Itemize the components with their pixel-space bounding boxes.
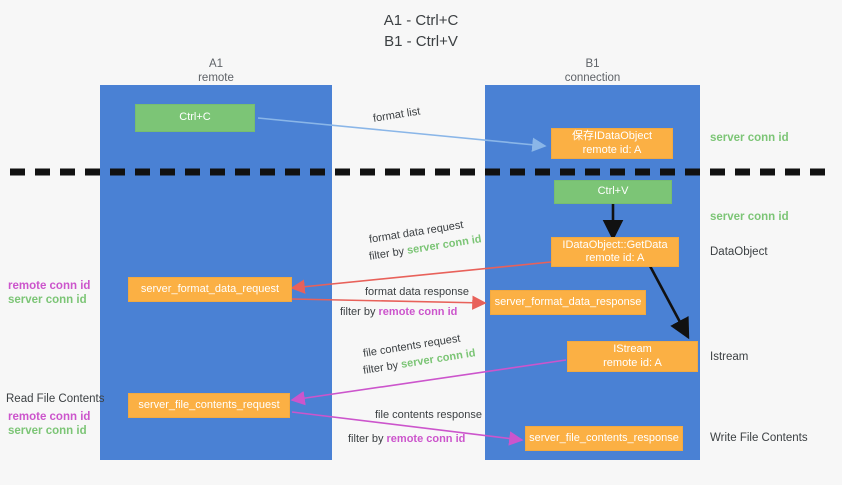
diagram-title: A1 - Ctrl+C B1 - Ctrl+V xyxy=(0,10,842,52)
box-istream-line1: IStream xyxy=(613,343,652,355)
lane-b1-name: B1 xyxy=(585,58,600,70)
lane-header-a1: A1 remote xyxy=(100,57,332,85)
box-server-format-data-request-label: server_format_data_request xyxy=(140,282,280,295)
filter-key-remote-conn-id: remote conn id xyxy=(378,306,458,318)
right-label-write-file-contents: Write File Contents xyxy=(710,432,808,444)
box-save-idataobject-line1: 保存IDataObject xyxy=(571,130,653,142)
box-idataobject-getdata[interactable]: IDataObject::GetData remote id: A xyxy=(551,237,679,267)
box-ctrl-c-label: Ctrl+C xyxy=(179,111,211,124)
lane-a1-sub: remote xyxy=(198,72,234,84)
edge-label-format-data-response: format data response xyxy=(365,286,469,298)
box-server-file-contents-request-label: server_file_contents_request xyxy=(138,398,280,411)
filter-prefix: filter by xyxy=(348,433,387,445)
box-server-file-contents-response[interactable]: server_file_contents_response xyxy=(525,426,683,451)
edge-label-format-list: format list xyxy=(372,105,422,125)
lane-header-b1: B1 connection xyxy=(485,57,700,85)
title-line-1: A1 - Ctrl+C xyxy=(383,12,459,29)
box-ctrl-c[interactable]: Ctrl+C xyxy=(135,104,255,132)
title-line-2: B1 - Ctrl+V xyxy=(384,33,458,50)
box-server-file-contents-response-label: server_file_contents_response xyxy=(529,431,679,444)
box-istream[interactable]: IStream remote id: A xyxy=(567,341,698,372)
filter-prefix: filter by xyxy=(340,306,379,318)
box-save-idataobject[interactable]: 保存IDataObject remote id: A xyxy=(551,128,673,159)
box-save-idataobject-line2: remote id: A xyxy=(582,143,642,156)
right-label-dataobject: DataObject xyxy=(710,246,768,258)
box-server-format-data-response[interactable]: server_format_data_response xyxy=(490,290,646,315)
filter-prefix: filter by xyxy=(368,244,409,263)
left-label-remote-conn-id-1: remote conn id xyxy=(8,280,91,292)
lane-a1-name: A1 xyxy=(208,58,224,70)
left-label-remote-conn-id-2: remote conn id xyxy=(8,411,91,423)
lane-b1-sub: connection xyxy=(564,72,621,84)
right-label-server-conn-id-top: server conn id xyxy=(710,132,789,144)
left-label-server-conn-id-2: server conn id xyxy=(8,425,87,437)
filter-prefix: filter by xyxy=(362,358,403,377)
left-label-read-file-contents: Read File Contents xyxy=(6,393,105,405)
box-server-file-contents-request[interactable]: server_file_contents_request xyxy=(128,393,290,418)
box-server-format-data-request[interactable]: server_format_data_request xyxy=(128,277,292,302)
left-label-server-conn-id-1: server conn id xyxy=(8,294,87,306)
box-idataobject-getdata-line2: remote id: A xyxy=(585,252,645,264)
box-server-format-data-response-label: server_format_data_response xyxy=(494,295,642,308)
right-label-istream: Istream xyxy=(710,351,749,363)
box-istream-line2: remote id: A xyxy=(603,356,662,369)
edge-label-file-contents-response-filter: filter by remote conn id xyxy=(348,432,465,447)
box-idataobject-getdata-line1: IDataObject::GetData xyxy=(562,238,668,251)
edge-label-format-data-response-filter: filter by remote conn id xyxy=(340,305,457,320)
box-ctrl-v[interactable]: Ctrl+V xyxy=(554,180,672,204)
right-label-server-conn-id-mid: server conn id xyxy=(710,211,789,223)
filter-key-remote-conn-id: remote conn id xyxy=(386,433,466,445)
box-ctrl-v-label: Ctrl+V xyxy=(597,185,629,198)
edge-label-file-contents-response: file contents response xyxy=(375,409,483,421)
